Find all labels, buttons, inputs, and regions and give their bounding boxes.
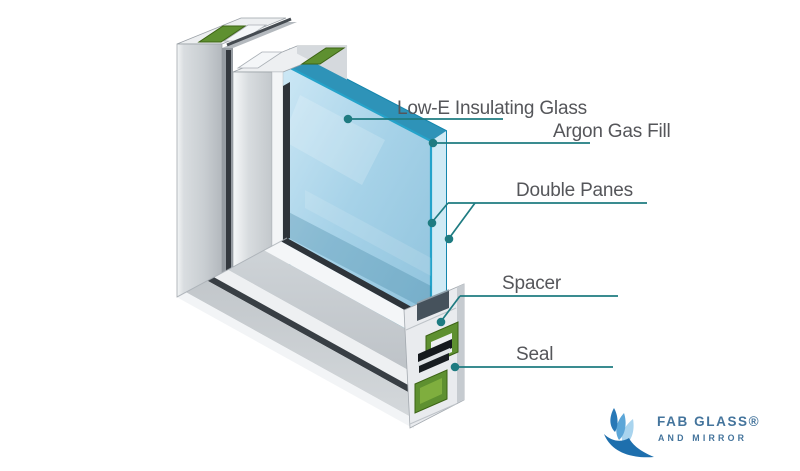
argon-marker-dot: [428, 138, 438, 148]
low-e-marker-dot: [343, 114, 353, 124]
sash-gasket: [300, 47, 346, 65]
fab-glass-logo-icon: [604, 408, 654, 458]
label-double-panes: Double Panes: [516, 180, 633, 201]
sash-profile: [232, 45, 348, 268]
spacer-bar: [416, 289, 450, 321]
label-argon-gas-fill: Argon Gas Fill: [553, 121, 671, 142]
label-low-e-insulating-glass: Low-E Insulating Glass: [397, 98, 587, 119]
glazing-bead-strip: [271, 71, 284, 247]
seal-strip: [418, 339, 452, 363]
spacer-marker-dot: [436, 317, 446, 327]
logo-tagline-text: AND MIRROR: [658, 433, 748, 443]
label-seal: Seal: [516, 344, 554, 365]
double-panes-marker-dot-1: [427, 218, 437, 228]
frame-sash-gap: [222, 17, 297, 273]
seal-marker-dot: [450, 362, 460, 372]
frame-front-face: [176, 43, 223, 298]
label-spacer: Spacer: [502, 273, 562, 294]
seal-strip-2: [419, 353, 449, 373]
sill-seat-dark-band: [281, 238, 436, 328]
sill-assembly: [176, 237, 436, 429]
glazing-seat-line: [283, 82, 290, 241]
logo-brand-text: FAB GLASS®: [657, 414, 761, 429]
argon-gap-edge-face: [431, 131, 446, 330]
double-panes-marker-dot-2: [444, 234, 454, 244]
sash-front-face: [232, 71, 273, 268]
glass-reflections: [275, 95, 431, 312]
frame-gasket: [197, 25, 247, 43]
callout-leaders: [343, 114, 647, 372]
